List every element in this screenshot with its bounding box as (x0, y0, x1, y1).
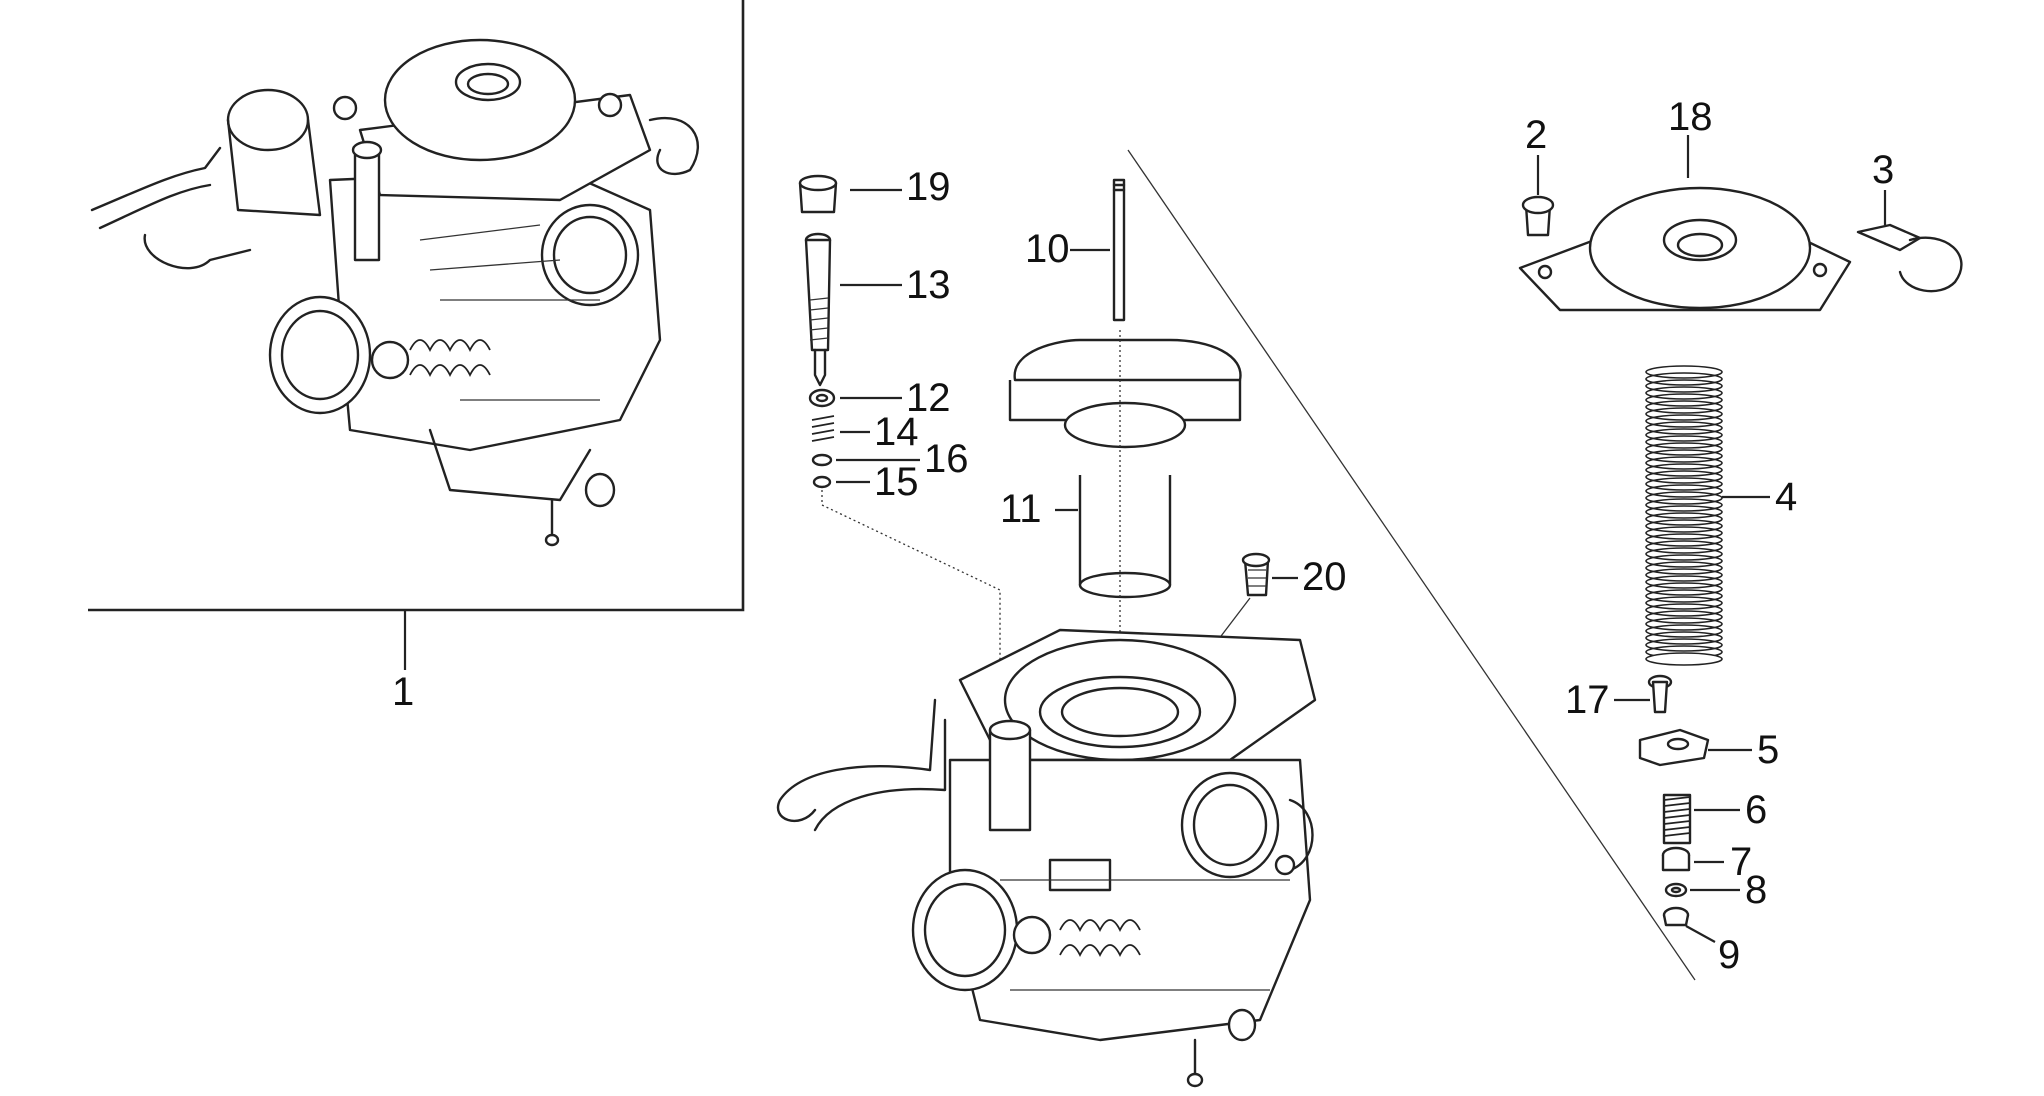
part-label-20: 20 (1302, 555, 1347, 599)
spring-coil (1645, 582, 1723, 596)
part-label-8: 8 (1745, 868, 1767, 912)
spring-coil (1645, 610, 1723, 624)
spring-coil (1645, 589, 1723, 603)
spring-coil (1645, 477, 1723, 491)
spring-coil (1645, 568, 1723, 582)
spring-coil (1645, 617, 1723, 631)
spring-coil (1645, 547, 1723, 561)
part-label-19: 19 (906, 165, 951, 209)
spring-coil (1645, 428, 1723, 442)
spring-coil (1645, 631, 1723, 645)
spring-coil (1645, 596, 1723, 610)
spring-coil (1645, 505, 1723, 519)
spring-coil (1645, 414, 1723, 428)
part-label-10: 10 (1025, 227, 1070, 271)
spring-coil (1645, 638, 1723, 652)
part-label-14: 14 (874, 410, 919, 454)
part-label-12: 12 (906, 376, 951, 420)
spring-coil (1645, 575, 1723, 589)
part-label-18: 18 (1668, 95, 1713, 139)
spring-4 (1645, 365, 1723, 666)
part-label-7: 7 (1730, 840, 1752, 884)
spring-coil (1645, 491, 1723, 505)
part-label-16: 16 (924, 437, 969, 481)
spring-coil (1645, 512, 1723, 526)
spring-coil (1645, 449, 1723, 463)
spring-coil (1645, 484, 1723, 498)
spring-coil (1645, 624, 1723, 638)
spring-coil (1645, 379, 1723, 393)
part-label-11: 11 (1000, 487, 1042, 531)
spring-coil (1645, 652, 1723, 666)
spring-coil (1645, 470, 1723, 484)
spring-coil (1645, 407, 1723, 421)
spring-coil (1645, 533, 1723, 547)
spring-coil (1645, 526, 1723, 540)
spring-coil (1645, 554, 1723, 568)
spring-coil (1645, 442, 1723, 456)
assembly-inset (88, 0, 745, 670)
pilot-screw-group (798, 174, 1001, 740)
inset-frame (88, 0, 745, 612)
callout-labels: 1 2 3 4 5 6 7 8 9 10 11 12 13 14 15 16 1… (392, 95, 1894, 977)
spring-coil (1645, 365, 1723, 379)
spring-coil (1645, 386, 1723, 400)
spring-coil (1645, 561, 1723, 575)
spring-coil (1645, 603, 1723, 617)
part-label-4: 4 (1775, 475, 1797, 519)
part-label-5: 5 (1757, 728, 1779, 772)
spring-coil (1645, 498, 1723, 512)
spring-coil (1645, 393, 1723, 407)
center-group (776, 149, 1696, 1088)
part-label-2: 2 (1525, 113, 1547, 157)
spring-coil (1645, 435, 1723, 449)
spring-coil (1645, 372, 1723, 386)
spring-coil (1645, 463, 1723, 477)
part-label-3: 3 (1872, 148, 1894, 192)
spring-coil (1645, 519, 1723, 533)
spring-coil (1645, 540, 1723, 554)
spring-coil (1645, 456, 1723, 470)
top-cover-group (1518, 135, 1963, 943)
part-label-17: 17 (1565, 678, 1610, 722)
part-label-9: 9 (1718, 933, 1740, 977)
part-label-13: 13 (906, 263, 951, 307)
part-label-15: 15 (874, 460, 919, 504)
spring-coil (1645, 400, 1723, 414)
spring-coil (1645, 421, 1723, 435)
part-label-6: 6 (1745, 788, 1767, 832)
part-label-1: 1 (392, 670, 414, 714)
